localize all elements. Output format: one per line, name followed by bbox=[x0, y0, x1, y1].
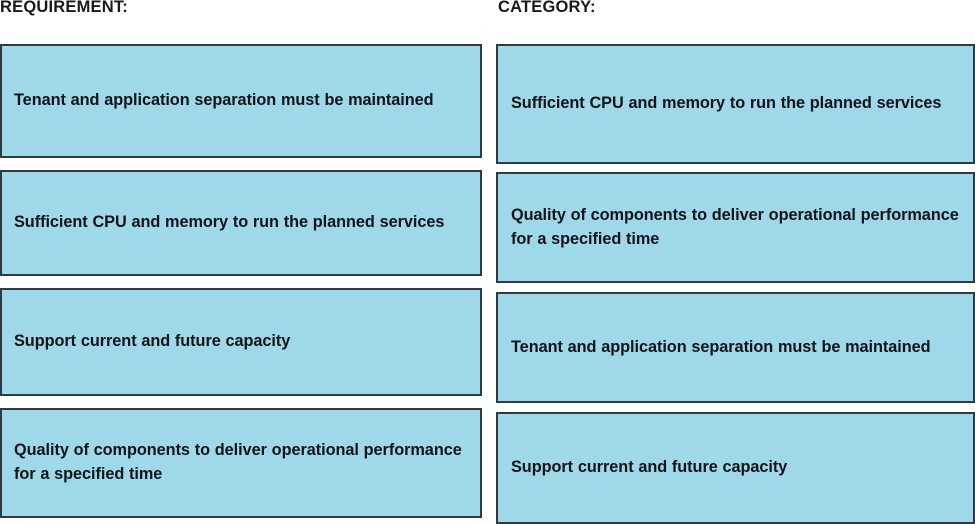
category-card-label: Support current and future capacity bbox=[511, 458, 788, 477]
requirement-card[interactable]: Support current and future capacity bbox=[0, 288, 482, 396]
category-card[interactable]: Support current and future capacity bbox=[496, 412, 975, 524]
category-card[interactable]: Tenant and application separation must b… bbox=[496, 292, 975, 403]
category-card-label: Quality of components to deliver operati… bbox=[511, 205, 959, 248]
requirement-card[interactable]: Sufficient CPU and memory to run the pla… bbox=[0, 170, 482, 276]
requirement-card-label: Sufficient CPU and memory to run the pla… bbox=[14, 213, 445, 232]
category-column-header: CATEGORY: bbox=[498, 0, 596, 16]
requirement-card-label: Support current and future capacity bbox=[14, 332, 291, 351]
requirement-card[interactable]: Quality of components to deliver operati… bbox=[0, 408, 482, 518]
requirement-card[interactable]: Tenant and application separation must b… bbox=[0, 44, 482, 158]
category-card-label: Tenant and application separation must b… bbox=[511, 337, 931, 356]
requirement-column: Tenant and application separation must b… bbox=[0, 44, 482, 518]
category-card[interactable]: Sufficient CPU and memory to run the pla… bbox=[496, 44, 975, 164]
requirement-column-header: REQUIREMENT: bbox=[0, 0, 128, 16]
category-column: Sufficient CPU and memory to run the pla… bbox=[496, 44, 975, 524]
category-card[interactable]: Quality of components to deliver operati… bbox=[496, 172, 975, 283]
requirement-card-label: Tenant and application separation must b… bbox=[14, 91, 434, 110]
requirement-card-label: Quality of components to deliver operati… bbox=[14, 441, 462, 483]
category-card-label: Sufficient CPU and memory to run the pla… bbox=[511, 94, 942, 113]
